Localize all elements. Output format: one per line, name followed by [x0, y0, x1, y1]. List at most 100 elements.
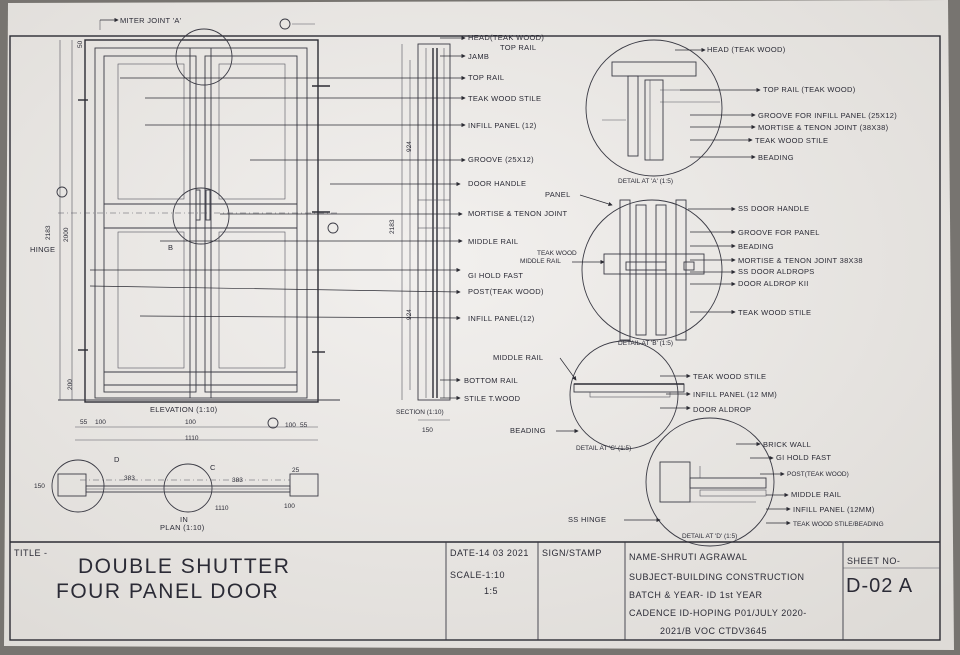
title-block: TITLE - DOUBLE SHUTTER FOUR PANEL DOOR D…	[10, 541, 940, 640]
sheet-label: SHEET NO-	[847, 556, 900, 566]
callout-groove: GROOVE (25X12)	[468, 155, 534, 164]
detail-b-c6: DOOR ALDROP KII	[738, 279, 809, 288]
plan-dim5: 100	[284, 503, 295, 510]
title-line-1: DOUBLE SHUTTER	[78, 555, 290, 578]
section-view: 2183 924 924 150 SECTION (1:10)	[389, 43, 451, 434]
elevation-caption: ELEVATION (1:10)	[150, 405, 218, 414]
elevation: MITER JOINT 'A' B HINGE 50 2000 2183 200…	[30, 16, 340, 442]
title-line-2: FOUR PANEL DOOR	[56, 580, 279, 603]
detail-b-c4: MORTISE & TENON JOINT 38X38	[738, 256, 863, 265]
paper	[4, 0, 954, 650]
title-subject: SUBJECT-BUILDING CONSTRUCTION	[629, 572, 805, 582]
detail-c-c1: TEAK WOOD STILE	[693, 372, 766, 381]
callout-post: POST(TEAK WOOD)	[468, 287, 544, 296]
plan-dim3: 150	[34, 483, 45, 490]
callout-jamb: JAMB	[468, 52, 489, 61]
detail-b-left2: MIDDLE RAIL	[520, 258, 561, 265]
detail-d-caption: DETAIL AT 'D' (1:5)	[682, 533, 737, 540]
dim-overall-width: 1110	[185, 435, 199, 442]
center-callouts: HEAD(TEAK WOOD) TOP RAIL JAMB TOP RAIL T…	[89, 33, 567, 403]
detail-c-c2: INFILL PANEL (12 MM)	[693, 390, 777, 399]
dim-mid-b: 100	[95, 419, 106, 426]
plan-marker-d: D	[114, 455, 120, 464]
detail-b-c2: GROOVE FOR PANEL	[738, 228, 820, 237]
detail-a-c3: GROOVE FOR INFILL PANEL (25X12)	[758, 111, 897, 120]
dim-left-height: 2000	[63, 227, 70, 242]
callout-head: HEAD(TEAK WOOD)	[468, 33, 544, 42]
detail-d-c3: POST(TEAK WOOD)	[787, 471, 849, 478]
detail-b-left1: TEAK WOOD	[537, 250, 577, 257]
plan-marker-c: C	[210, 463, 216, 472]
sheet-number: D-02 A	[846, 575, 913, 597]
plan-dim6: 25	[292, 467, 300, 474]
sec-dim-height: 2183	[389, 219, 396, 234]
detail-a: DETAIL AT 'A' (1:5) HEAD (TEAK WOOD) TOP…	[585, 39, 897, 185]
title-cadence-2: 2021/B VOC CTDV3645	[660, 626, 767, 636]
detail-c-beading: BEADING	[510, 426, 546, 435]
detail-d: SS HINGE DETAIL AT 'D' (1:5) BRICK WALL …	[568, 417, 884, 547]
detail-b-c1: SS DOOR HANDLE	[738, 204, 809, 213]
detail-a-c5: TEAK WOOD STILE	[755, 136, 828, 145]
marker-b-label: B	[168, 243, 173, 252]
callout-handle: DOOR HANDLE	[468, 179, 526, 188]
detail-b-c7: TEAK WOOD STILE	[738, 308, 811, 317]
detail-b-caption: DETAIL AT 'B' (1:5)	[618, 340, 673, 347]
miter-joint-label: MITER JOINT 'A'	[120, 16, 182, 25]
detail-b-panel: PANEL	[545, 190, 571, 199]
detail-b: PANEL TEAK WOOD MIDDLE RAIL DETAIL AT 'B…	[520, 190, 863, 347]
detail-c-c3: DOOR ALDROP	[693, 405, 751, 414]
section-caption: SECTION (1:10)	[396, 409, 444, 416]
title-batch: BATCH & YEAR- ID 1st YEAR	[629, 590, 763, 600]
plan-view: D C 383 383 150 1110 100 25 IN PLAN (1:1…	[34, 455, 319, 532]
dim-top-left: 50	[77, 40, 84, 48]
detail-d-hinge: SS HINGE	[568, 515, 606, 524]
detail-d-c6: TEAK WOOD STILE/BEADING	[793, 521, 884, 528]
detail-c: MIDDLE RAIL BEADING DETAIL AT 'C' (1:5) …	[493, 340, 777, 452]
callout-bottom-rail: BOTTOM RAIL	[464, 376, 518, 385]
title-name: NAME-SHRUTI AGRAWAL	[629, 552, 747, 562]
sec-dim-upper: 924	[406, 141, 413, 152]
detail-d-c5: INFILL PANEL (12MM)	[793, 505, 875, 514]
callout-infill-b: INFILL PANEL(12)	[468, 314, 535, 323]
callout-stile-t: STILE T.WOOD	[464, 394, 521, 403]
hinge-label: HINGE	[30, 245, 55, 254]
detail-a-c1: HEAD (TEAK WOOD)	[707, 45, 786, 54]
title-scale-2: 1:5	[484, 586, 498, 596]
border-frame	[9, 35, 941, 641]
callout-middle-rail: MIDDLE RAIL	[468, 237, 518, 246]
callout-stile: TEAK WOOD STILE	[468, 94, 541, 103]
detail-d-c4: MIDDLE RAIL	[791, 490, 841, 499]
detail-c-caption: DETAIL AT 'C' (1:5)	[576, 445, 631, 452]
dim-right-a: 100	[285, 422, 296, 429]
title-sign: SIGN/STAMP	[542, 548, 602, 558]
detail-a-c6: BEADING	[758, 153, 794, 162]
sec-dim-lower: 924	[406, 309, 413, 320]
detail-d-c1: BRICK WALL	[763, 440, 811, 449]
sec-dim-width: 150	[422, 427, 433, 434]
title-scale: SCALE-1:10	[450, 570, 505, 580]
title-date: DATE-14 03 2021	[450, 548, 529, 558]
plan-caption: PLAN (1:10)	[160, 523, 205, 532]
plan-dim2: 383	[232, 477, 243, 484]
callout-top-rail-a: TOP RAIL	[500, 43, 536, 52]
dim-right-b: 55	[300, 422, 308, 429]
callout-top-rail-b: TOP RAIL	[468, 73, 504, 82]
detail-a-c4: MORTISE & TENON JOINT (38X38)	[758, 123, 889, 132]
callout-mortise: MORTISE & TENON JOINT	[468, 209, 567, 218]
detail-c-middle-rail: MIDDLE RAIL	[493, 353, 543, 362]
plan-dim4: 1110	[215, 505, 229, 512]
detail-b-c5: SS DOOR ALDROPS	[738, 267, 815, 276]
title-label: TITLE -	[14, 548, 48, 558]
callout-infill-a: INFILL PANEL (12)	[468, 121, 537, 130]
detail-a-c2: TOP RAIL (TEAK WOOD)	[763, 85, 856, 94]
plan-dim1: 383	[124, 475, 135, 482]
title-cadence: CADENCE ID-HOPING P01/JULY 2020-	[629, 608, 807, 618]
detail-a-caption: DETAIL AT 'A' (1:5)	[618, 178, 673, 185]
dim-left-total: 2183	[45, 225, 52, 240]
plan-in-label: IN	[180, 515, 188, 524]
detail-d-c2: GI HOLD FAST	[776, 453, 831, 462]
dim-mid-a: 55	[80, 419, 88, 426]
dim-bottom: 200	[67, 379, 74, 390]
callout-hold-fast: GI HOLD FAST	[468, 271, 523, 280]
